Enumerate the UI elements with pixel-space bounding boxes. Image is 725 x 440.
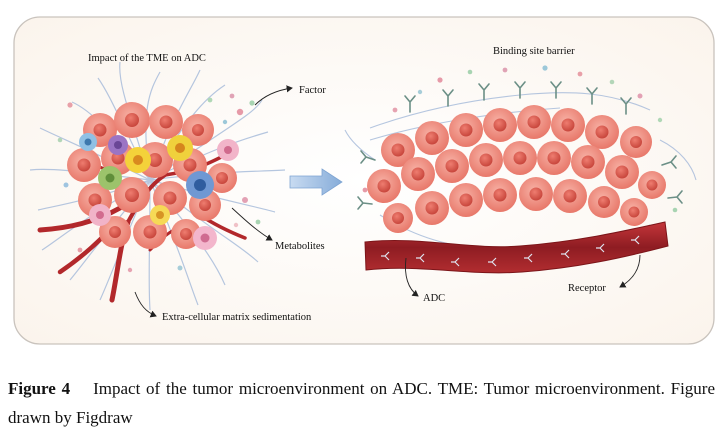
tumor-cell xyxy=(620,126,652,158)
tumor-cell xyxy=(620,198,648,226)
tumor-cell xyxy=(182,114,214,146)
caption-text: Impact of the tumor microenvironment on … xyxy=(8,379,715,427)
antibody xyxy=(620,97,632,115)
factor-particles xyxy=(362,65,678,213)
immune-cell xyxy=(79,133,97,151)
tumor-cell xyxy=(638,171,666,199)
tumor-cell xyxy=(415,191,449,225)
tumor-cell xyxy=(605,155,639,189)
tumor-cell xyxy=(537,141,571,175)
tumor-cell xyxy=(67,148,101,182)
tumor-cell xyxy=(207,163,237,193)
tumor-cell xyxy=(381,133,415,167)
antibody xyxy=(586,87,598,105)
immune-cell xyxy=(186,171,214,199)
immune-cell xyxy=(217,139,239,161)
metabolites-pointer-arrow xyxy=(231,207,273,241)
figure-caption: Figure 4 Impact of the tumor microenviro… xyxy=(8,374,715,432)
adc-antibodies xyxy=(357,81,683,210)
left-annotation-arrows xyxy=(134,85,293,318)
right-panel-title: Binding site barrier xyxy=(493,46,575,57)
metabolites-label: Metabolites xyxy=(275,241,325,252)
tumor-cell xyxy=(519,177,553,211)
receptor-pointer-arrow xyxy=(619,254,641,288)
ecm-label: Extra-cellular matrix sedimentation xyxy=(162,312,312,323)
immune-cell xyxy=(150,205,170,225)
antibody xyxy=(478,83,490,101)
tumor-cell xyxy=(415,121,449,155)
right-annotation-arrows xyxy=(405,254,641,297)
antibody xyxy=(661,155,677,169)
tumor-cell xyxy=(551,108,585,142)
tumor-cell xyxy=(449,183,483,217)
tumor-cell xyxy=(588,186,620,218)
antibody xyxy=(667,190,683,204)
immune-cells xyxy=(79,133,239,250)
tumor-cell xyxy=(367,169,401,203)
figure-illustration xyxy=(13,16,715,345)
tumor-cell xyxy=(149,105,183,139)
tme-illustration xyxy=(29,61,286,311)
immune-cell xyxy=(89,204,111,226)
antibody xyxy=(550,81,562,99)
tumor-cell xyxy=(383,203,413,233)
tumor-cell xyxy=(401,157,435,191)
immune-cell xyxy=(125,147,151,173)
tumor-cell xyxy=(435,149,469,183)
tumor-cell xyxy=(114,177,150,213)
tumor-cell xyxy=(503,141,537,175)
immune-cell xyxy=(193,226,217,250)
tumor-cell-cluster xyxy=(67,102,237,249)
left-panel-title: Impact of the TME on ADC xyxy=(88,53,206,64)
figure-number: Figure 4 xyxy=(8,379,71,398)
immune-cell xyxy=(98,166,122,190)
vessel-adc-payloads xyxy=(381,235,640,267)
tumor-cell xyxy=(483,108,517,142)
binding-site-barrier-illustration xyxy=(344,65,697,274)
antibody xyxy=(514,81,526,99)
antibody xyxy=(404,95,416,113)
tumor-cell xyxy=(571,145,605,179)
tumor-cell xyxy=(585,115,619,149)
tumor-cell xyxy=(469,143,503,177)
receptor-label: Receptor xyxy=(568,283,606,294)
tumor-cell-cluster xyxy=(367,105,666,233)
immune-cell xyxy=(108,135,128,155)
immune-cell xyxy=(167,135,193,161)
tumor-cell xyxy=(99,216,131,248)
transition-arrow xyxy=(289,168,343,196)
adc-label: ADC xyxy=(423,293,446,304)
tumor-cell xyxy=(517,105,551,139)
tumor-cell xyxy=(171,219,201,249)
antibody xyxy=(360,150,376,164)
antibody xyxy=(357,196,373,210)
tumor-cell xyxy=(553,179,587,213)
antibody xyxy=(442,89,454,107)
ecm-pointer-arrow xyxy=(134,291,157,318)
factor-pointer-arrow xyxy=(254,85,293,106)
factor-particles xyxy=(57,93,261,273)
tumor-cell xyxy=(114,102,150,138)
factor-label: Factor xyxy=(299,85,326,96)
tumor-cell xyxy=(483,178,517,212)
blood-vessel xyxy=(364,221,669,274)
adc-pointer-arrow xyxy=(405,257,419,297)
tumor-cell xyxy=(449,113,483,147)
